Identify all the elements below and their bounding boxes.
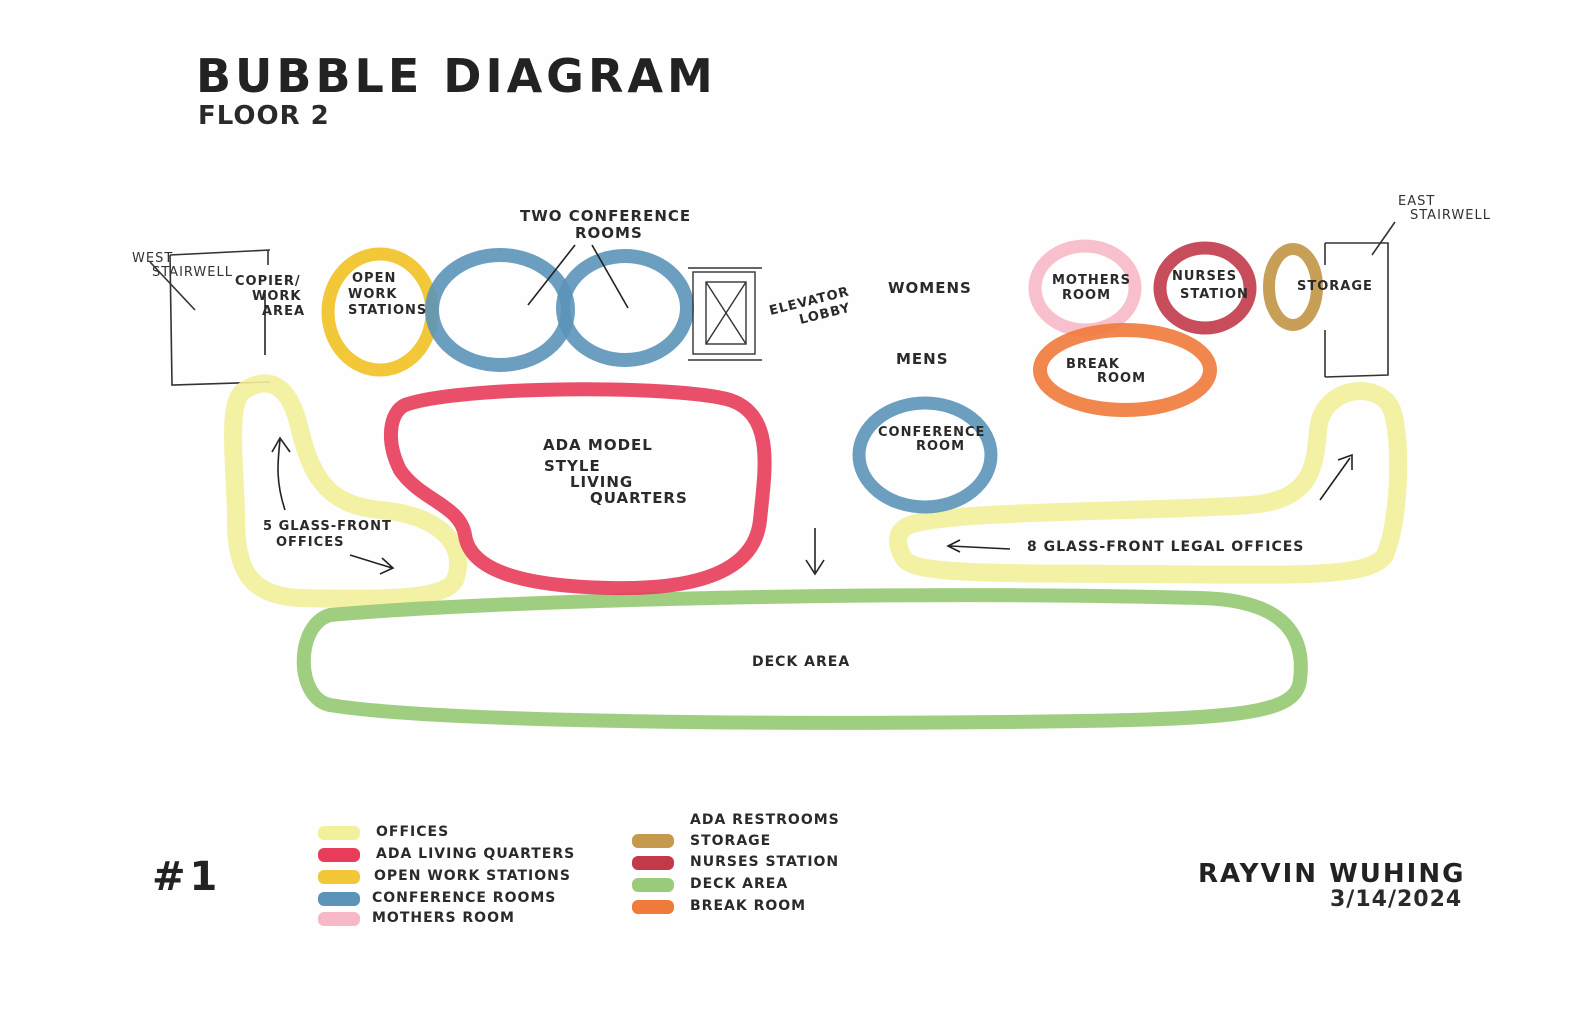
offices-bubble-east (889, 382, 1408, 584)
sheet-number: #1 (152, 854, 221, 900)
legend-swatch-conference (318, 892, 360, 906)
eight-offices-label: 8 GLASS-FRONT LEGAL OFFICES (1027, 539, 1304, 555)
author-name: RAYVIN WUHING (1198, 859, 1465, 889)
elevator-label: ELEVATORLOBBY (768, 284, 855, 334)
legend-swatch-nurses (632, 856, 674, 870)
legend-label-deck: DECK AREA (690, 876, 788, 892)
elevator-icon (688, 267, 762, 361)
legend-swatch-break (632, 900, 674, 914)
legend-swatch-open-work (318, 870, 360, 884)
west-stairwell-outline (149, 249, 271, 386)
legend-swatch-storage (632, 834, 674, 848)
offices-bubble-west (224, 374, 468, 608)
storage-bubble (1263, 243, 1323, 331)
legend-swatch-ada-living (318, 848, 360, 862)
conference-room-bubble-3 (852, 396, 998, 514)
legend-label-storage: STORAGE (690, 833, 771, 849)
legend-swatch-mothers (318, 912, 360, 926)
diagram-title: BUBBLE DIAGRAM (196, 49, 717, 103)
conference-room-bubble-2 (556, 249, 694, 367)
legend-right: ADA RESTROOMS STORAGE NURSES STATION DEC… (632, 812, 840, 914)
legend-swatch-offices (318, 826, 360, 840)
deck-area-bubble (296, 588, 1308, 730)
womens-label: WOMENS (888, 279, 972, 297)
diagram-subtitle: FLOOR 2 (198, 101, 330, 131)
legend-label-mothers: MOTHERS ROOM (372, 910, 515, 926)
legend-swatch-ada-restrooms (632, 815, 674, 827)
east-stairwell-outline (1324, 221, 1396, 378)
ada-living-bubble (383, 382, 772, 596)
legend-label-conference: CONFERENCE ROOMS (372, 890, 556, 906)
legend-label-break: BREAK ROOM (690, 898, 806, 914)
legend-label-offices: OFFICES (376, 824, 449, 840)
storage-label: STORAGE (1297, 279, 1373, 294)
legend-label-ada-living: ADA LIVING QUARTERS (376, 846, 575, 862)
annotation-arrows (264, 244, 1353, 576)
conference-room-bubble-1 (425, 248, 575, 372)
deck-label: DECK AREA (752, 654, 850, 670)
legend-label-ada-restrooms: ADA RESTROOMS (690, 812, 840, 828)
break-room-bubble (1033, 323, 1217, 417)
legend-left: OFFICES ADA LIVING QUARTERS OPEN WORK ST… (318, 824, 575, 926)
legend-swatch-deck (632, 878, 674, 892)
legend-label-open-work: OPEN WORK STATIONS (374, 868, 571, 884)
mens-label: MENS (896, 350, 949, 368)
legend-label-nurses: NURSES STATION (690, 854, 839, 870)
drawing-date: 3/14/2024 (1330, 887, 1462, 912)
nurses-station-bubble (1153, 241, 1257, 335)
